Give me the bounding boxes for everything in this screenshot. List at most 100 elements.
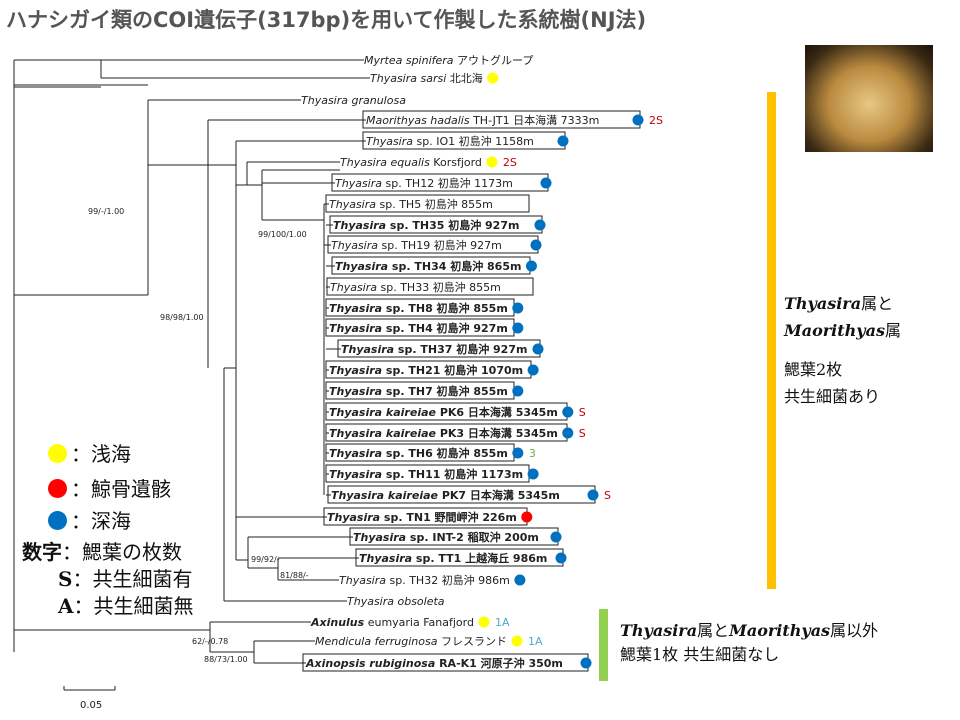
group-bar-other [599, 609, 608, 681]
leaf-label-part: アウトグループ [454, 53, 534, 67]
whale-dot-icon [521, 511, 533, 523]
support-value: 99/92/- [251, 555, 280, 564]
leaf-label: Thyasira sp. TT1 上越海丘 986m [359, 551, 547, 565]
deep-dot-icon [534, 219, 546, 231]
leaf-label-part: eumyaria Fanafjord [364, 616, 474, 629]
deep-dot-icon [587, 489, 599, 501]
support-value: 99/-/1.00 [88, 207, 124, 216]
deep-dot-icon [550, 531, 562, 543]
group-bar-main [767, 92, 776, 589]
leaf-label: Thyasira sp. TH21 初島沖 1070m [329, 363, 523, 377]
legend-s: S：共生細菌有 [58, 563, 192, 592]
leaf-label-part: sp. TH33 初島沖 855m [377, 280, 501, 294]
leaf-label-part: sp. TH12 初島沖 1173m [382, 176, 513, 190]
leaf-label-part: Thyasira [341, 343, 394, 356]
deep-dot-icon [632, 114, 644, 126]
leaf-label-part: Thyasira kaireiae [329, 427, 437, 440]
leaf-tag: 2S [503, 156, 517, 169]
leaf-label: Thyasira sarsi 北北海 [370, 71, 483, 85]
leaf-label-part: sp. TN1 野間岬沖 226m [380, 510, 517, 524]
leaf-label: Thyasira sp. TH33 初島沖 855m [330, 280, 501, 294]
leaf-tag: 1A [495, 616, 510, 629]
support-value: 81/88/- [280, 571, 309, 580]
leaf-label-part: Thyasira equalis [340, 156, 430, 169]
leaf-label-part: TH-JT1 日本海溝 7333m [470, 113, 600, 127]
deep-dot-icon [525, 260, 537, 272]
leaf-label: Thyasira sp. TH6 初島沖 855m [329, 446, 508, 460]
leaf-label-part: sp. TH37 初島沖 927m [394, 342, 527, 356]
leaf-label-part: sp. TH35 初島沖 927m [386, 218, 519, 232]
group-other-label: Thyasira属とMaorithyas属以外 鰓葉1枚 共生細菌なし [620, 619, 878, 667]
leaf-label-part: Korsfjord [430, 156, 482, 169]
leaf-label-part: Thyasira [329, 198, 376, 211]
support-value: 88/73/1.00 [204, 655, 248, 664]
leaf-label-part: フレスランド [437, 635, 507, 648]
legend-number: 数字：鰓葉の枚数 [22, 536, 182, 565]
leaf-tag: S [579, 406, 586, 419]
leaf-label: Maorithyas hadalis TH-JT1 日本海溝 7333m [366, 113, 599, 127]
leaf-label-part: PK6 日本海溝 5345m [436, 405, 558, 419]
deep-dot-icon [527, 468, 539, 480]
leaf-label: Thyasira sp. IO1 初島沖 1158m [366, 134, 534, 148]
deep-dot-icon [512, 447, 524, 459]
leaf-label-part: PK3 日本海溝 5345m [436, 426, 558, 440]
leaf-tag: S [604, 489, 611, 502]
leaf-label-part: sp. TH4 初島沖 927m [382, 321, 508, 335]
legend-label: ：深海 [71, 509, 131, 533]
leaf-label-part: sp. INT-2 稲取沖 200m [406, 530, 539, 544]
group-main-label: Thyasira属と Maorithyas属 鰓葉2枚 共生細菌あり [784, 290, 901, 410]
group-text: 属 [884, 321, 901, 340]
leaf-label-part: sp. TH21 初島沖 1070m [382, 363, 523, 377]
legend-label: ：浅海 [71, 442, 131, 466]
leaf-label-part: Thyasira [329, 322, 382, 335]
leaf-label-part: Thyasira granulosa [301, 94, 406, 107]
deep-dot-icon [562, 427, 574, 439]
group-text: 属と [861, 294, 894, 313]
leaf-label-part: Thyasira sarsi [370, 72, 446, 85]
leaf-box [326, 277, 534, 296]
leaf-label-part: sp. TH32 初島沖 986m [386, 573, 510, 587]
leaf-label: Thyasira granulosa [301, 94, 406, 107]
leaf-label-part: Thyasira [329, 385, 382, 398]
leaf-label-part: sp. IO1 初島沖 1158m [413, 134, 534, 148]
leaf-label: Thyasira sp. TH5 初島沖 855m [329, 197, 493, 211]
leaf-label-part: Thyasira [329, 447, 382, 460]
group-genus: Thyasira [620, 621, 698, 640]
leaf-label: Thyasira sp. TH4 初島沖 927m [329, 321, 508, 335]
group-genus: Maorithyas [784, 321, 885, 340]
leaf-label-part: sp. TH7 初島沖 855m [382, 384, 508, 398]
leaf-label-part: sp. TT1 上越海丘 986m [412, 551, 547, 565]
leaf-label-part: Maorithyas hadalis [366, 114, 470, 127]
leaf-label-part: Thyasira [335, 260, 388, 273]
scale-label: 0.05 [80, 700, 102, 711]
deep-dot-icon [530, 239, 542, 251]
deep-dot-icon [512, 302, 524, 314]
legend-label: ：鯨骨遺骸 [71, 477, 171, 501]
leaf-label-part: sp. TH5 初島沖 855m [376, 197, 493, 211]
leaf-label: Thyasira sp. TH32 初島沖 986m [339, 573, 510, 587]
leaf-label-part: Thyasira [333, 219, 386, 232]
leaf-label-part: sp. TH8 初島沖 855m [382, 301, 508, 315]
leaf-label: Thyasira sp. TH8 初島沖 855m [329, 301, 508, 315]
legend-key: 数字 [22, 540, 62, 564]
deep-dot-icon [580, 657, 592, 669]
page-title: ハナシガイ類のCOI遺伝子(317bp)を用いて作製した系統樹(NJ法) [6, 8, 647, 32]
leaf-label: Thyasira kaireiae PK3 日本海溝 5345m [329, 426, 558, 440]
deep-dot-icon [512, 322, 524, 334]
leaf-label: Thyasira kaireiae PK7 日本海溝 5345m [331, 488, 560, 502]
leaf-label-part: 北北海 [446, 71, 483, 85]
leaf-label-part: Thyasira [329, 302, 382, 315]
leaf-label-part: Thyasira [353, 531, 406, 544]
shallow-dot-icon [486, 156, 498, 168]
leaf-label-part: Thyasira [330, 281, 377, 294]
leaf-label-part: Thyasira kaireiae [331, 489, 439, 502]
leaf-label: Thyasira equalis Korsfjord [340, 156, 482, 169]
leaf-tag: S [579, 427, 586, 440]
leaf-label-part: Thyasira [335, 177, 382, 190]
leaf-box [325, 194, 530, 213]
leaf-label-part: sp. TH34 初島沖 865m [388, 259, 521, 273]
leaf-label: Axinulus eumyaria Fanafjord [310, 616, 474, 629]
leaf-label: Mendicula ferruginosa フレスランド [315, 635, 507, 648]
